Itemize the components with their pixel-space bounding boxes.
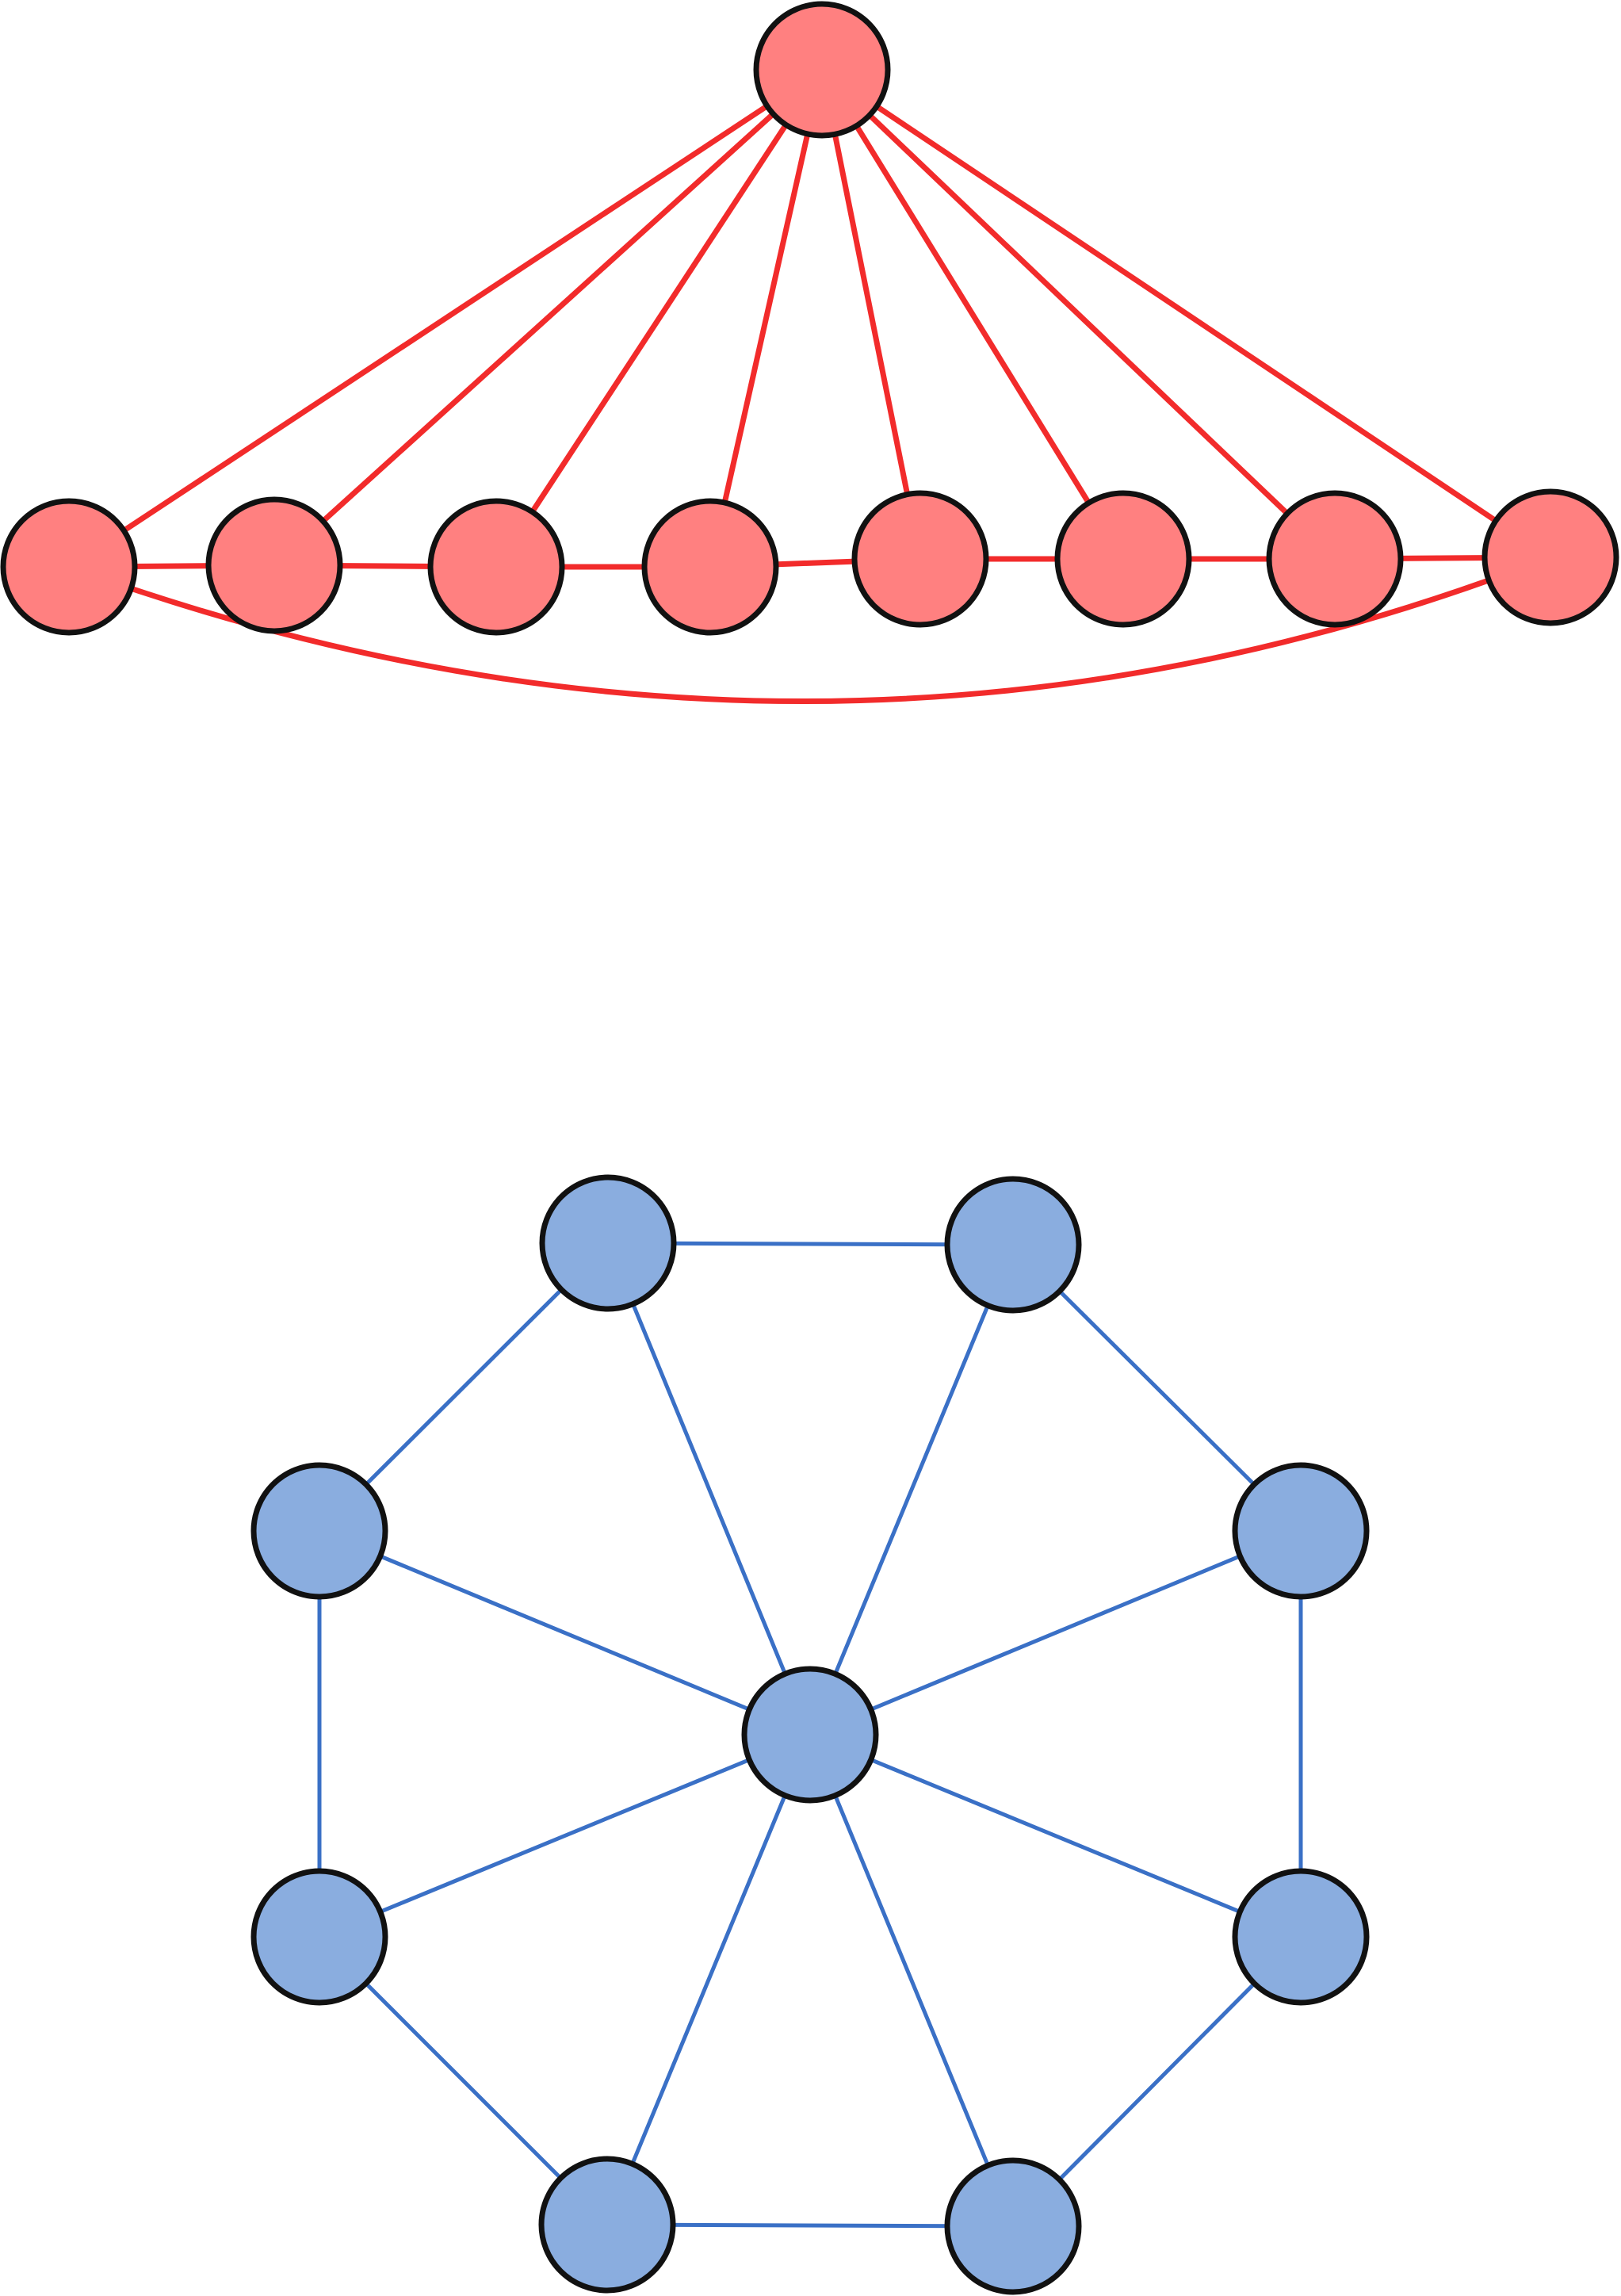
red-graph-node-7 (1266, 490, 1404, 628)
blue-graph-edge-0-4 (808, 1732, 1303, 1939)
red-graph-node-2 (205, 496, 343, 634)
red-graph-edge-0-3 (493, 67, 825, 570)
blue-graph-node-5 (944, 2157, 1082, 2295)
red-graph-node-6 (1054, 490, 1192, 628)
blue-graph-node-4 (1232, 1868, 1370, 2006)
red-graph (0, 1, 1619, 705)
red-graph-node-1 (0, 498, 138, 636)
red-graph-edge-0-1 (66, 67, 825, 570)
blue-graph-edge-0-2 (808, 1242, 1015, 1737)
red-graph-nodes (0, 1, 1619, 636)
blue-graph-nodes (250, 1174, 1370, 2295)
blue-graph-edge-0-1 (606, 1241, 812, 1737)
red-graph-edge-0-7 (819, 67, 1338, 562)
blue-graph-edge-0-7 (317, 1732, 812, 1939)
red-graph-node-0 (753, 1, 891, 139)
blue-graph-node-2 (944, 1176, 1082, 1314)
red-graph-node-5 (851, 490, 989, 628)
red-graph-edge-0-6 (819, 67, 1126, 562)
red-graph-edge-0-5 (819, 67, 923, 562)
red-graph-edge-0-8 (819, 67, 1554, 561)
red-graph-edge-0-2 (271, 67, 825, 568)
blue-graph-node-6 (538, 2156, 676, 2294)
blue-graph-node-3 (1232, 1462, 1370, 1600)
blue-graph-node-0 (741, 1666, 879, 1804)
blue-graph-node-7 (250, 1868, 388, 2006)
blue-graph-edge-0-5 (808, 1732, 1015, 2229)
red-graph-edge-0-4 (707, 67, 825, 570)
blue-graph (250, 1174, 1370, 2295)
red-graph-edge-1-8 (66, 554, 1554, 705)
blue-graph-node-1 (539, 1174, 677, 1312)
red-graph-node-3 (427, 498, 565, 636)
red-graph-node-4 (641, 498, 779, 636)
blue-graph-edge-0-6 (605, 1732, 812, 2227)
blue-graph-edge-0-8 (317, 1529, 812, 1737)
blue-graph-edge-0-3 (808, 1529, 1303, 1737)
red-graph-node-8 (1481, 488, 1619, 626)
blue-graph-node-8 (250, 1462, 388, 1600)
